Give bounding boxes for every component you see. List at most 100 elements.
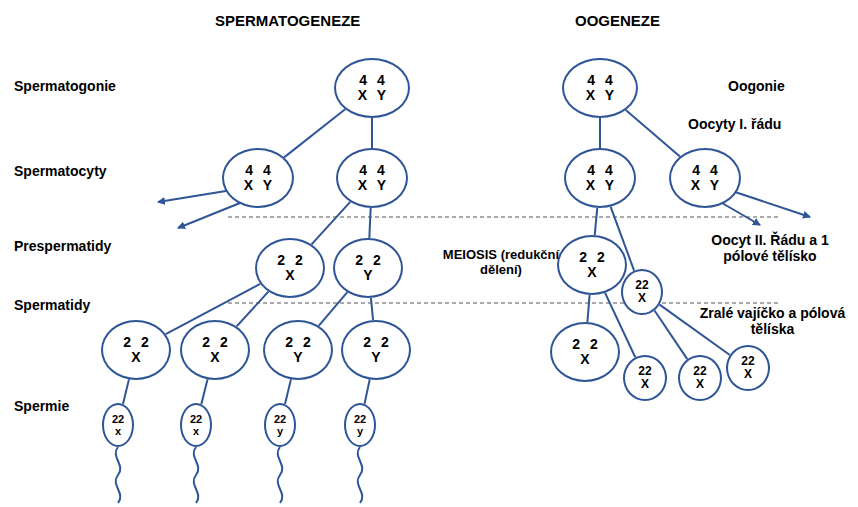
division-line (312, 202, 351, 244)
cell-circle: 4 4X Y (222, 148, 294, 208)
sex-chromosome: X (638, 378, 651, 391)
stage-label: Zralé vajíčko a pólová tělíska (695, 305, 850, 337)
chromosome-count: 22 (190, 413, 202, 425)
cell-circle: 2 2Y (263, 320, 333, 380)
sex-chromosome: Y (355, 268, 380, 283)
cell-circle: 22X (726, 345, 770, 391)
sex-chromosome: y (354, 425, 366, 437)
chromosome-count: 22 (274, 413, 286, 425)
cell-content: 2 2Y (363, 335, 388, 366)
cell-content: 2 2X (202, 335, 227, 366)
sex-chromosome: Y (363, 350, 388, 365)
cell-circle: 2 2X (180, 320, 250, 380)
division-line (369, 208, 370, 238)
cell-circle: 2 2Y (341, 320, 411, 380)
sex-chromosome: X (123, 350, 148, 365)
division-line (285, 379, 291, 404)
cell-circle: 4 4X Y (334, 58, 410, 118)
cell-circle: 22y (344, 403, 376, 447)
cell-content: 2 2X (277, 253, 302, 284)
chromosome-count: 22 (354, 413, 366, 425)
cell-circle: 22x (180, 403, 212, 447)
division-line (284, 109, 345, 157)
cell-circle: 4 4X Y (562, 58, 638, 118)
cell-content: 2 2Y (355, 253, 380, 284)
divider-line (228, 217, 778, 218)
cell-content: 22X (638, 365, 651, 391)
sex-chromosome: X Y (244, 178, 272, 193)
cell-circle: 22x (102, 403, 134, 447)
cell-content: 2 2X (579, 250, 604, 281)
cell-content: 4 4X Y (244, 163, 272, 194)
exit-arrow (735, 192, 810, 217)
division-line (599, 118, 601, 148)
chromosome-count: 2 2 (355, 253, 380, 268)
cell-content: 22X (741, 355, 754, 381)
cell-content: 4 4X Y (358, 163, 386, 194)
division-line (371, 298, 373, 320)
chromosome-count: 2 2 (363, 335, 388, 350)
cell-content: 2 2X (123, 335, 148, 366)
cell-content: 2 2Y (285, 335, 310, 366)
cell-circle: 22X (621, 269, 663, 315)
division-line (365, 380, 370, 404)
cell-content: 22X (635, 279, 648, 305)
chromosome-count: 22 (638, 365, 651, 378)
cell-content: 4 4X Y (358, 73, 386, 104)
division-line (123, 379, 129, 404)
cell-content: 22y (274, 413, 286, 437)
sex-chromosome: x (112, 425, 124, 437)
divider-line (228, 303, 778, 304)
cell-content: 22x (190, 413, 202, 437)
cell-circle: 4 4X Y (336, 148, 408, 208)
chromosome-count: 2 2 (572, 337, 597, 352)
cell-content: 4 4X Y (586, 73, 614, 104)
cell-circle: 2 2X (101, 320, 171, 380)
sex-chromosome: X Y (358, 178, 386, 193)
chromosome-count: 4 4 (586, 163, 614, 178)
division-line (237, 292, 269, 327)
division-line (587, 295, 589, 322)
cell-circle: 2 2Y (333, 238, 403, 298)
chromosome-count: 2 2 (285, 335, 310, 350)
chromosome-count: 4 4 (691, 163, 719, 178)
chromosome-count: 4 4 (358, 73, 386, 88)
sex-chromosome: X (693, 378, 706, 391)
sex-chromosome: X Y (691, 178, 719, 193)
division-line (626, 110, 680, 156)
cell-circle: 22X (678, 355, 722, 401)
chromosome-count: 22 (112, 413, 124, 425)
chromosome-count: 2 2 (123, 335, 148, 350)
sperm-tails (116, 447, 363, 503)
chromosome-count: 4 4 (244, 163, 272, 178)
chromosome-count: 22 (741, 355, 754, 368)
sex-chromosome: X (202, 350, 227, 365)
chromosome-count: 4 4 (586, 73, 614, 88)
stage-label: Oocyt II. Řádu a 1 pólové tělísko (690, 232, 850, 264)
sex-chromosome: y (274, 425, 286, 437)
chromosome-count: 22 (693, 365, 706, 378)
sex-chromosome: X (741, 368, 754, 381)
sex-chromosome: X Y (586, 178, 614, 193)
division-line (655, 311, 688, 360)
division-line (595, 208, 597, 235)
cell-circle: 4 4X Y (669, 148, 741, 208)
stage-label: Spermatogonie (14, 78, 116, 94)
exit-arrow (158, 190, 232, 202)
stage-label: Oocyty I. řádu (688, 116, 781, 132)
section-heading: SPERMATOGENEZE (215, 12, 360, 29)
cell-circle: 2 2X (255, 238, 325, 298)
stage-label: Spermie (14, 398, 69, 414)
sex-chromosome: X Y (358, 88, 386, 103)
stage-label: Oogonie (728, 78, 785, 94)
chromosome-count: 2 2 (579, 250, 604, 265)
sex-chromosome: X (579, 265, 604, 280)
section-heading: OOGENEZE (575, 12, 660, 29)
cell-content: 22X (693, 365, 706, 391)
chromosome-count: 4 4 (358, 163, 386, 178)
stage-label: Spermatidy (14, 297, 90, 313)
cell-content: 4 4X Y (586, 163, 614, 194)
cell-content: 4 4X Y (691, 163, 719, 194)
chromosome-count: 22 (635, 279, 648, 292)
